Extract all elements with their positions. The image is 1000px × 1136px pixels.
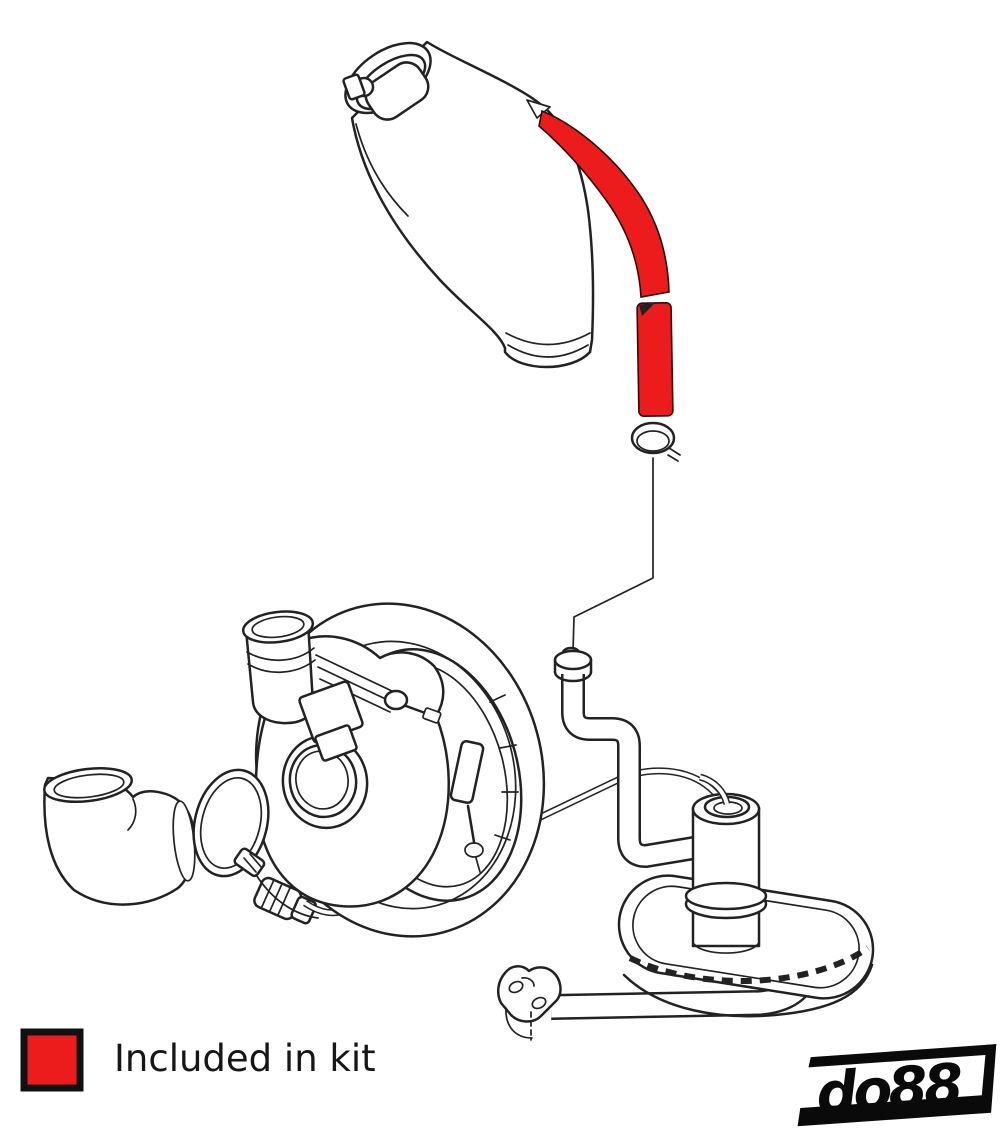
tbolt-nut [464, 842, 484, 858]
hose-clamp-small-inner [636, 430, 670, 452]
legend-label: Included in kit [114, 1037, 376, 1080]
hose-clamp-large-screw-lines [243, 853, 263, 873]
elbow-hose-bend-line [127, 798, 137, 831]
legend: Included in kit [20, 1028, 376, 1092]
canister-bottom-arc [693, 943, 759, 954]
hose-clamp-large [192, 768, 270, 878]
bolt-plate [422, 707, 442, 724]
canister-mouth-inner [713, 801, 743, 815]
inlet-stub-ring-2 [247, 659, 316, 674]
sump-plate-gasket-band [628, 945, 870, 984]
compressor-outlet-arc [251, 867, 319, 919]
hose-clamp-screw-body [342, 73, 366, 101]
tbolt-stem [466, 804, 476, 844]
bolt-head [383, 689, 409, 711]
vent-hose-straight-section [636, 301, 674, 418]
zigzag-pipe-core [563, 674, 702, 866]
oil-trap-assembly [617, 773, 875, 1018]
vent-hose-joint-shadow [639, 302, 656, 316]
charge-pipe-inner-lip [355, 123, 409, 217]
drain-flange [496, 965, 562, 1041]
drain-flange-plate [496, 965, 562, 1023]
bracket-block-small [314, 724, 358, 762]
inlet-stub-ring-1 [246, 647, 315, 662]
oil-line-end-core [699, 775, 729, 805]
hose-clamp-large-screw [233, 847, 266, 878]
tbolt-tail [475, 857, 481, 873]
inlet-bore-inner [295, 750, 349, 810]
air-inlet-stub [241, 610, 316, 725]
leader-line [572, 457, 654, 653]
vband-clamp-ticks [489, 694, 519, 841]
vent-hose-curved-section [538, 109, 670, 298]
charge-pipe [342, 40, 595, 369]
oil-drain-zigzag-pipe [553, 646, 702, 869]
drain-fitting-sides [553, 658, 593, 674]
legend-swatch [20, 1028, 84, 1092]
elbow-hose [43, 766, 196, 906]
canister-body [691, 806, 761, 948]
charge-pipe-bottom-bead-2 [507, 344, 589, 358]
hose-clamp-small [630, 421, 681, 462]
logo-frame-top [808, 1044, 997, 1068]
flange-bolt-hole-1 [508, 980, 524, 994]
logo-text: do88 [814, 1052, 964, 1128]
turbocharger [241, 602, 546, 938]
elbow-hose-top-inner [53, 773, 125, 799]
flange-notch [521, 977, 535, 987]
vband-tbolt [449, 740, 485, 873]
hose-clamp-small-tab [667, 447, 681, 462]
oil-trap-canister [684, 792, 768, 954]
inlet-stub-mouth-inner [251, 615, 305, 639]
hose-clamp-large-inner [199, 776, 263, 870]
drain-fitting-cap [553, 649, 593, 671]
flange-bolt-hole-2 [531, 996, 547, 1010]
strut-lines [315, 654, 395, 713]
logo-frame-bottom [797, 1095, 986, 1127]
do88-logo: do88 [797, 1044, 997, 1128]
drain-fitting-bottom [553, 670, 593, 683]
actuator-bolt [383, 689, 442, 724]
highlighted-vent-hose [538, 109, 674, 418]
hose-clamp-band [364, 61, 430, 121]
canister-band-upper [684, 881, 768, 911]
sump-plate-side-wall [622, 963, 874, 1018]
flange-skirt [505, 1007, 533, 1039]
charge-pipe-bottom-bead-1 [505, 332, 591, 346]
tbolt-bracket [449, 740, 485, 804]
